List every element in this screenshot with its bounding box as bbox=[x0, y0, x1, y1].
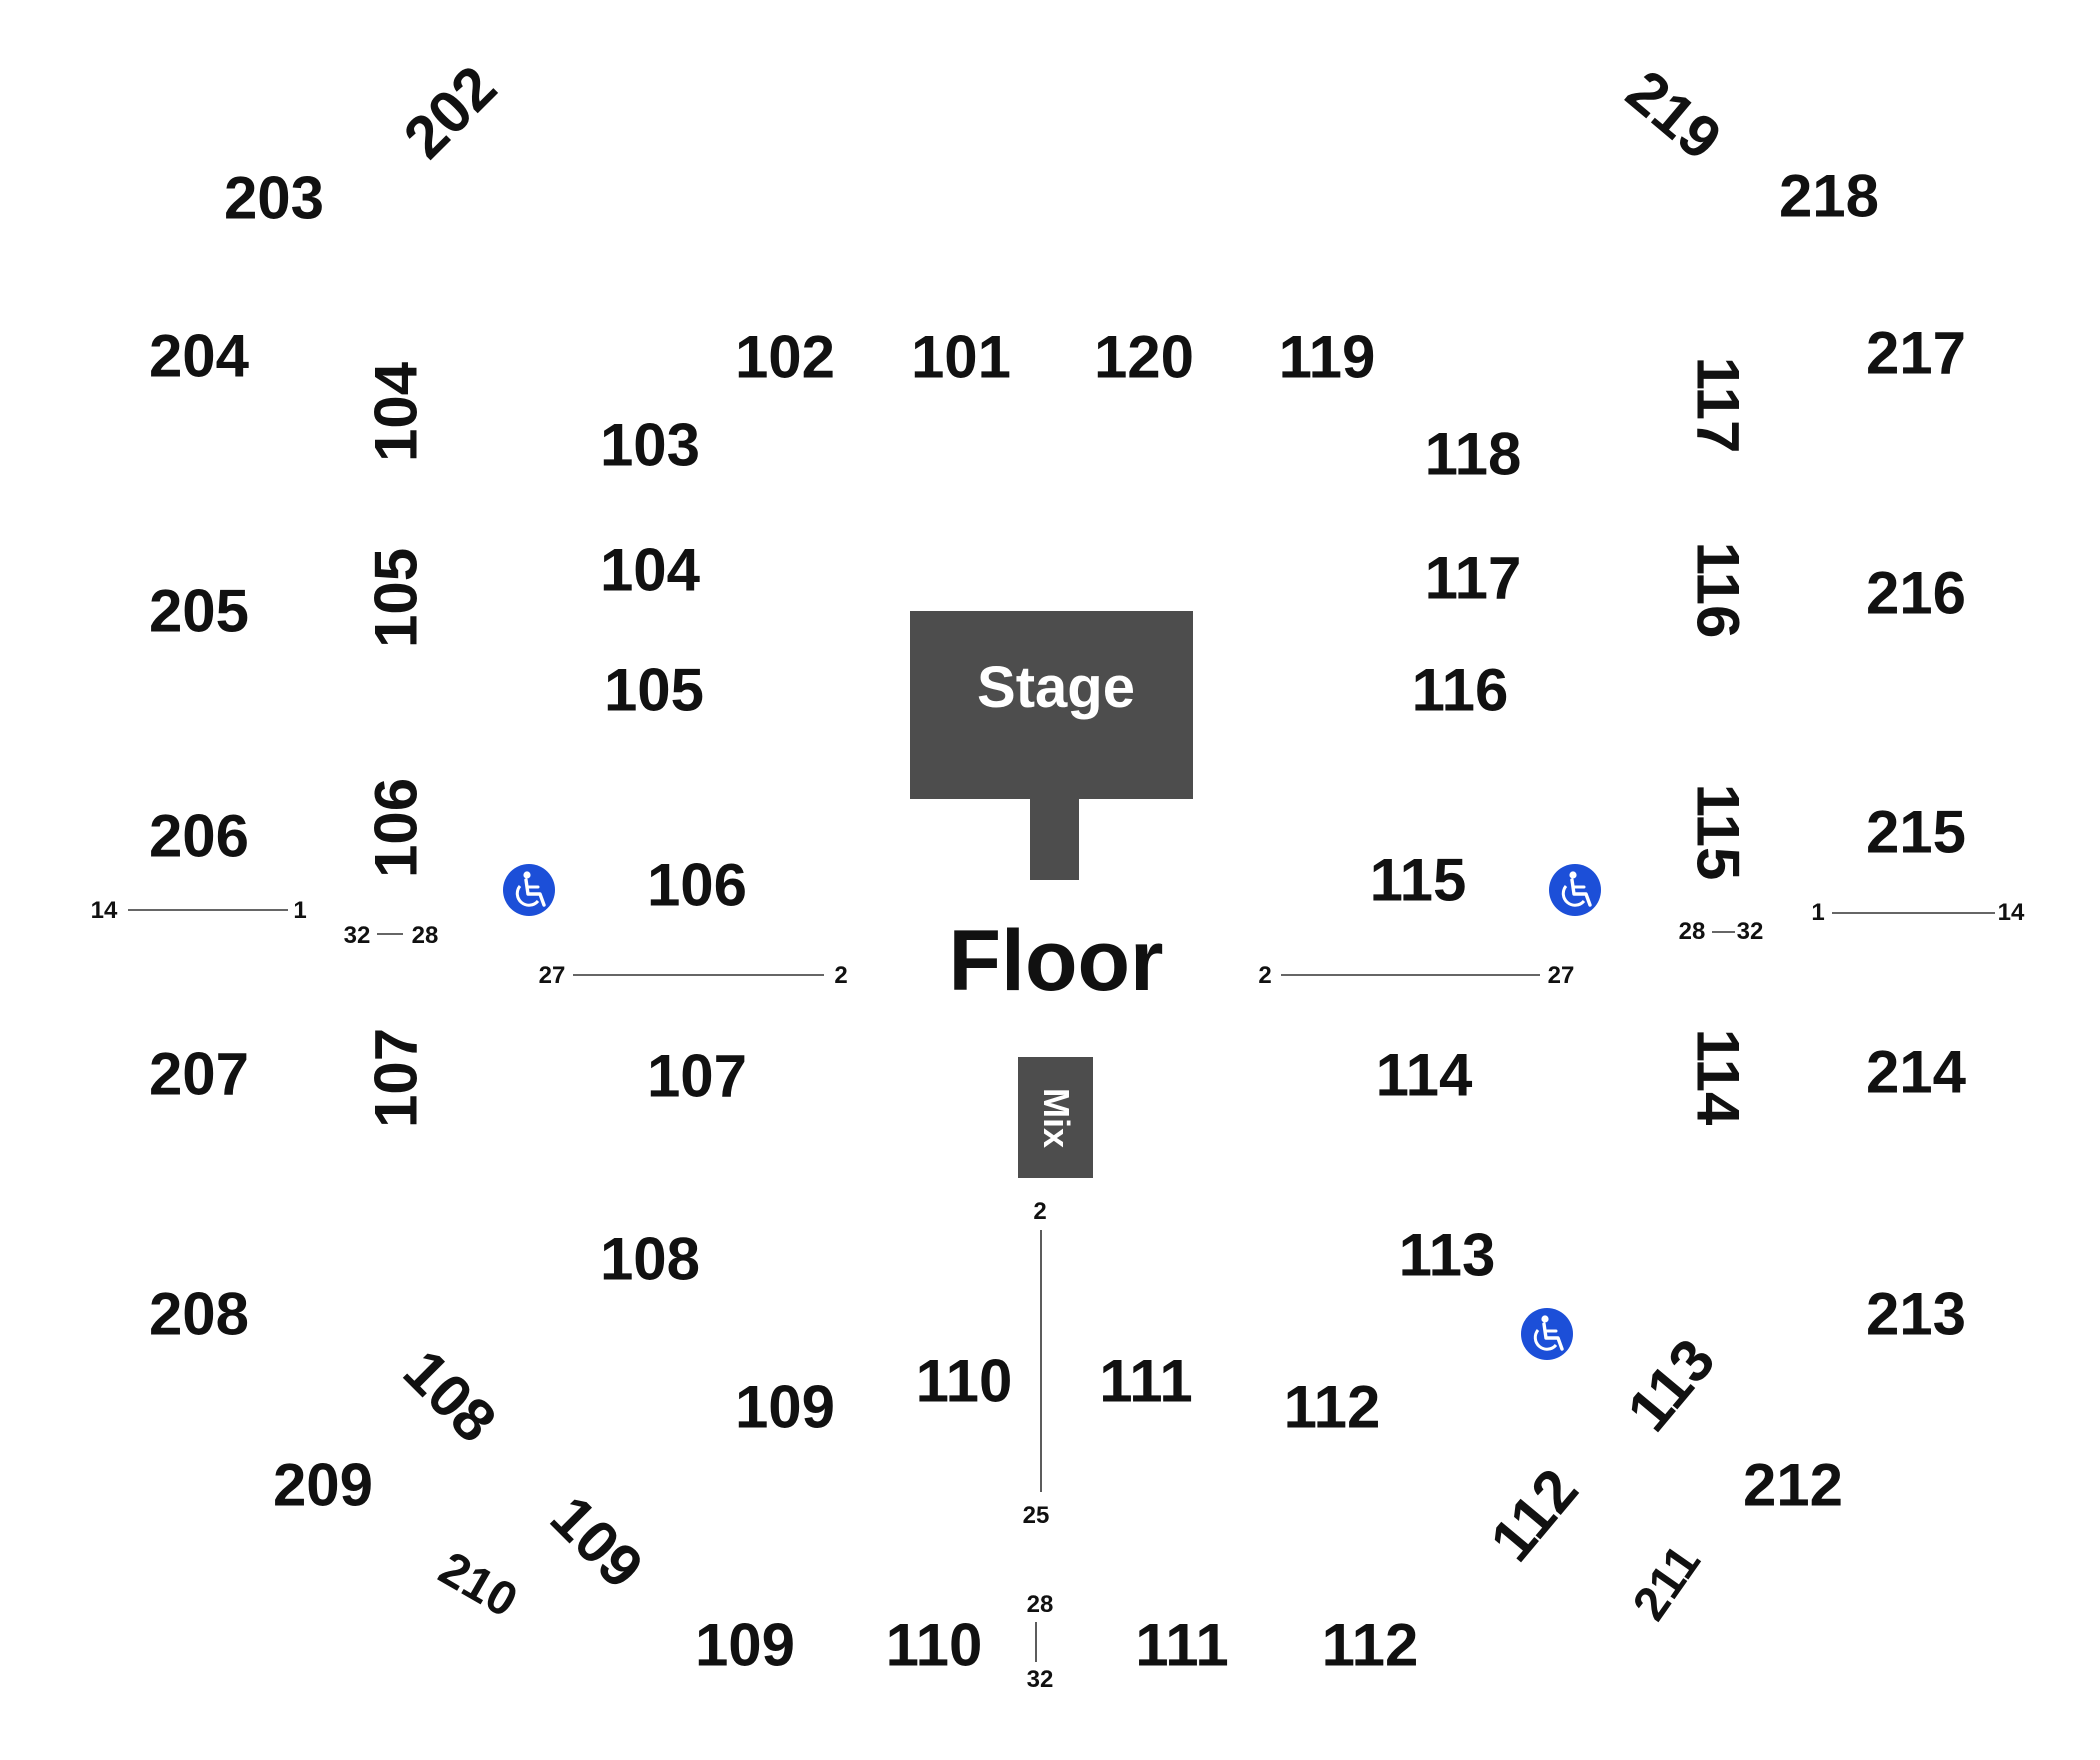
wheelchair-icon bbox=[1521, 1308, 1573, 1360]
section-110-bottom[interactable]: 110 bbox=[886, 1612, 983, 1679]
mix-position: Mix bbox=[1018, 1057, 1093, 1178]
section-120[interactable]: 120 bbox=[1094, 324, 1194, 391]
section-202[interactable]: 202 bbox=[391, 53, 509, 171]
section-102[interactable]: 102 bbox=[735, 324, 835, 391]
section-114-outer[interactable]: 114 bbox=[1685, 1029, 1752, 1126]
section-205[interactable]: 205 bbox=[149, 578, 249, 645]
section-116-outer[interactable]: 116 bbox=[1685, 542, 1752, 639]
section-103[interactable]: 103 bbox=[600, 412, 700, 479]
section-108-outer[interactable]: 108 bbox=[391, 1337, 509, 1455]
section-104-outer[interactable]: 104 bbox=[363, 361, 430, 462]
wheelchair-icon bbox=[1549, 864, 1601, 916]
section-206[interactable]: 206 bbox=[149, 803, 249, 870]
section-207[interactable]: 207 bbox=[149, 1041, 249, 1108]
stage-label: Stage bbox=[977, 655, 1135, 720]
row-number: 2 bbox=[1258, 962, 1271, 989]
section-215[interactable]: 215 bbox=[1866, 799, 1966, 866]
row-number: 2 bbox=[834, 962, 847, 989]
section-113[interactable]: 113 bbox=[1399, 1222, 1496, 1289]
section-112-outer[interactable]: 112 bbox=[1477, 1456, 1591, 1573]
wheelchair-icon bbox=[503, 864, 555, 916]
row-number: 14 bbox=[91, 897, 118, 924]
row-number: 1 bbox=[1811, 899, 1824, 926]
section-112[interactable]: 112 bbox=[1284, 1374, 1381, 1441]
section-111[interactable]: 111 bbox=[1099, 1348, 1193, 1415]
row-number: 1 bbox=[293, 897, 306, 924]
row-number: 14 bbox=[1998, 899, 2025, 926]
row-number: 28 bbox=[412, 922, 439, 949]
section-115-outer[interactable]: 115 bbox=[1685, 784, 1752, 881]
section-115[interactable]: 115 bbox=[1370, 847, 1467, 914]
section-116[interactable]: 116 bbox=[1412, 657, 1509, 724]
section-107-outer[interactable]: 107 bbox=[363, 1028, 430, 1128]
section-216[interactable]: 216 bbox=[1866, 560, 1966, 627]
row-number: 28 bbox=[1679, 918, 1706, 945]
section-101[interactable]: 101 bbox=[911, 324, 1011, 391]
mix-label: Mix bbox=[1036, 1088, 1077, 1148]
section-114[interactable]: 114 bbox=[1376, 1042, 1473, 1109]
row-number: 2 bbox=[1033, 1198, 1046, 1225]
section-113-outer[interactable]: 113 bbox=[1614, 1326, 1728, 1443]
section-105-outer[interactable]: 105 bbox=[363, 548, 430, 648]
section-211[interactable]: 211 bbox=[1623, 1536, 1711, 1630]
row-number: 27 bbox=[1548, 962, 1575, 989]
row-number: 25 bbox=[1023, 1502, 1050, 1529]
section-106-outer[interactable]: 106 bbox=[363, 778, 430, 878]
section-209[interactable]: 209 bbox=[273, 1452, 373, 1519]
section-104[interactable]: 104 bbox=[600, 537, 701, 604]
section-117-outer[interactable]: 117 bbox=[1685, 357, 1752, 454]
section-107[interactable]: 107 bbox=[647, 1043, 747, 1110]
section-203[interactable]: 203 bbox=[224, 165, 324, 232]
stage[interactable]: Stage bbox=[910, 611, 1193, 880]
section-213[interactable]: 213 bbox=[1866, 1281, 1966, 1348]
section-109[interactable]: 109 bbox=[735, 1374, 835, 1441]
section-109-bottom[interactable]: 109 bbox=[695, 1612, 795, 1679]
section-119[interactable]: 119 bbox=[1279, 324, 1376, 391]
section-214[interactable]: 214 bbox=[1866, 1039, 1967, 1106]
section-110[interactable]: 110 bbox=[916, 1348, 1013, 1415]
row-number: 32 bbox=[1027, 1666, 1054, 1693]
section-217[interactable]: 217 bbox=[1866, 320, 1966, 387]
section-208[interactable]: 208 bbox=[149, 1281, 249, 1348]
section-108[interactable]: 108 bbox=[600, 1226, 700, 1293]
row-number: 27 bbox=[539, 962, 566, 989]
row-number: 32 bbox=[1737, 918, 1764, 945]
section-210[interactable]: 210 bbox=[430, 1542, 526, 1628]
section-105[interactable]: 105 bbox=[604, 657, 704, 724]
row-number: 28 bbox=[1027, 1591, 1054, 1618]
section-218[interactable]: 218 bbox=[1779, 163, 1879, 230]
section-212[interactable]: 212 bbox=[1743, 1452, 1843, 1519]
section-109-outer[interactable]: 109 bbox=[538, 1483, 656, 1601]
row-number: 32 bbox=[344, 922, 371, 949]
section-117[interactable]: 117 bbox=[1425, 545, 1522, 612]
section-204[interactable]: 204 bbox=[149, 323, 250, 390]
section-111-bottom[interactable]: 111 bbox=[1135, 1612, 1229, 1679]
section-118[interactable]: 118 bbox=[1425, 421, 1522, 488]
section-112-bottom[interactable]: 112 bbox=[1322, 1612, 1419, 1679]
section-219[interactable]: 219 bbox=[1614, 57, 1734, 173]
section-106[interactable]: 106 bbox=[647, 852, 747, 919]
floor-label[interactable]: Floor bbox=[949, 913, 1164, 1009]
